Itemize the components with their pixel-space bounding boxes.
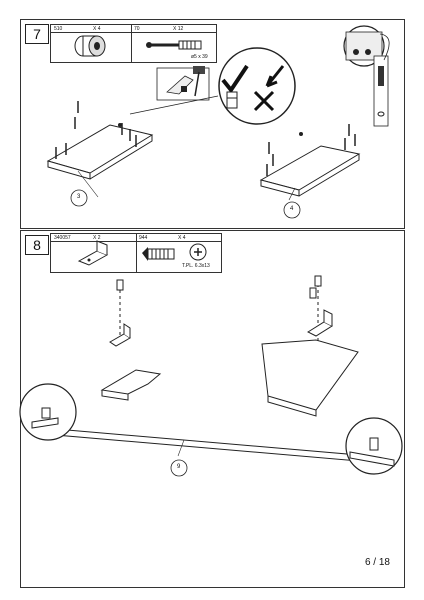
part-code: 944 [139, 235, 148, 241]
checkmark-icon [221, 64, 249, 94]
bottom-panel-9 [43, 427, 371, 463]
cam-lock-icon [74, 35, 106, 57]
bracket-assembly-left [100, 279, 162, 401]
callout-9-label: 9 [177, 464, 181, 470]
step-7-number: 7 [25, 24, 49, 44]
leader-line [129, 95, 219, 115]
part-qty: X 2 [93, 235, 101, 241]
arrow-down-icon [265, 65, 285, 88]
step-8-number: 8 [25, 235, 49, 255]
part-dowel-screw: 70 X 12 ø5 x 39 [131, 25, 216, 62]
dowel-screw-icon [146, 40, 202, 50]
parts-header-divider [51, 32, 216, 33]
step-8-panel [20, 230, 405, 588]
part-cam-lock: 510 X 4 [51, 25, 132, 62]
hammer-detail-illustration [156, 66, 210, 101]
step-7-parts-box: 510 X 4 70 X 12 ø5 x 39 [50, 24, 217, 63]
callout-9 [170, 459, 188, 477]
step-8-parts-box: 340057 X 2 944 X 4 T.PL. 6.3x13 [50, 233, 222, 273]
cam-lock-detail-circle [343, 25, 390, 127]
part-size-note: ø5 x 39 [191, 54, 208, 60]
part-code: 70 [134, 26, 140, 32]
callout-4 [283, 201, 301, 219]
part-code: 510 [54, 26, 63, 32]
panel-4-illustration [259, 124, 361, 201]
callout-3-label: 3 [77, 194, 81, 200]
part-corner-bracket: 340057 X 2 [51, 234, 137, 272]
bracket-detail-circle-left [19, 383, 77, 441]
screw-icon [142, 243, 207, 261]
callout-3 [70, 189, 88, 207]
page-number: 6 / 18 [364, 557, 390, 568]
bracket-detail-circle-right [345, 417, 403, 475]
part-code: 340057 [54, 235, 71, 241]
cross-icon [253, 90, 275, 112]
part-qty: X 4 [93, 26, 101, 32]
part-qty: X 4 [178, 235, 186, 241]
corner-bracket-icon [77, 240, 109, 266]
part-qty: X 12 [173, 26, 184, 32]
correct-incorrect-detail-circle [218, 47, 296, 125]
part-screw: 944 X 4 T.PL. 6.3x13 [136, 234, 221, 272]
callout-4-label: 4 [290, 206, 294, 212]
part-size-note: T.PL. 6.3x13 [182, 263, 210, 269]
bracket-assembly-right [261, 275, 359, 417]
panel-3-illustration [46, 101, 154, 198]
